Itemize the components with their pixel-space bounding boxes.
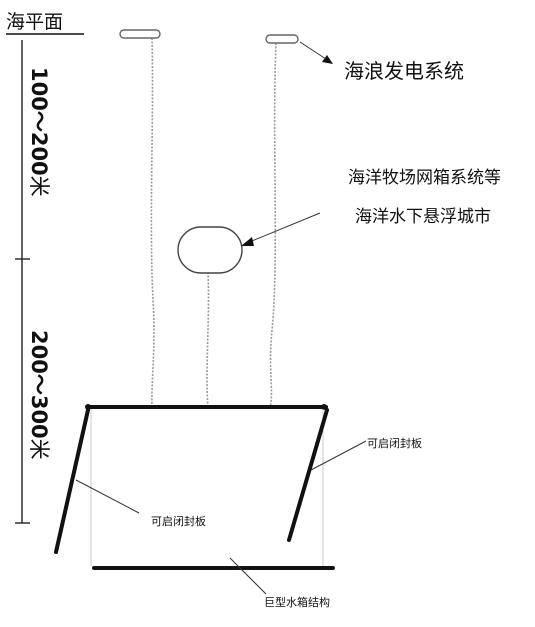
tank-leader xyxy=(229,557,267,595)
suspended-pod xyxy=(177,226,243,274)
left-panel-label: 可启闭封板 xyxy=(151,514,206,528)
right-panel-leader xyxy=(310,440,367,471)
right-rope xyxy=(269,42,277,409)
tank-label: 巨型水箱结构 xyxy=(264,595,330,609)
ranch-label: 海洋牧场网箱系统等 xyxy=(348,168,501,188)
center-rope xyxy=(206,271,210,409)
wave-float-left xyxy=(119,29,161,39)
wave-power-label: 海浪发电系统 xyxy=(344,59,464,83)
city-label: 海洋水下悬浮城市 xyxy=(355,207,491,227)
depth-upper-label: 100～200米 xyxy=(27,67,51,197)
right-openable-panel xyxy=(287,408,329,542)
wave-power-arrow-head xyxy=(322,55,333,64)
tank-top-right-joint xyxy=(321,404,327,410)
left-openable-panel xyxy=(54,408,90,554)
city-arrow-line xyxy=(246,212,321,244)
wave-power-arrow-line xyxy=(299,41,330,62)
right-panel-label: 可启闭封板 xyxy=(367,436,422,450)
wave-float-right xyxy=(265,34,299,44)
tank-top-left-joint xyxy=(85,404,91,410)
sea-level-label: 海平面 xyxy=(6,11,63,33)
depth-lower-label: 200～300米 xyxy=(27,330,51,460)
left-panel-leader xyxy=(75,479,140,514)
city-arrow-head xyxy=(241,237,254,246)
left-rope xyxy=(150,37,155,409)
